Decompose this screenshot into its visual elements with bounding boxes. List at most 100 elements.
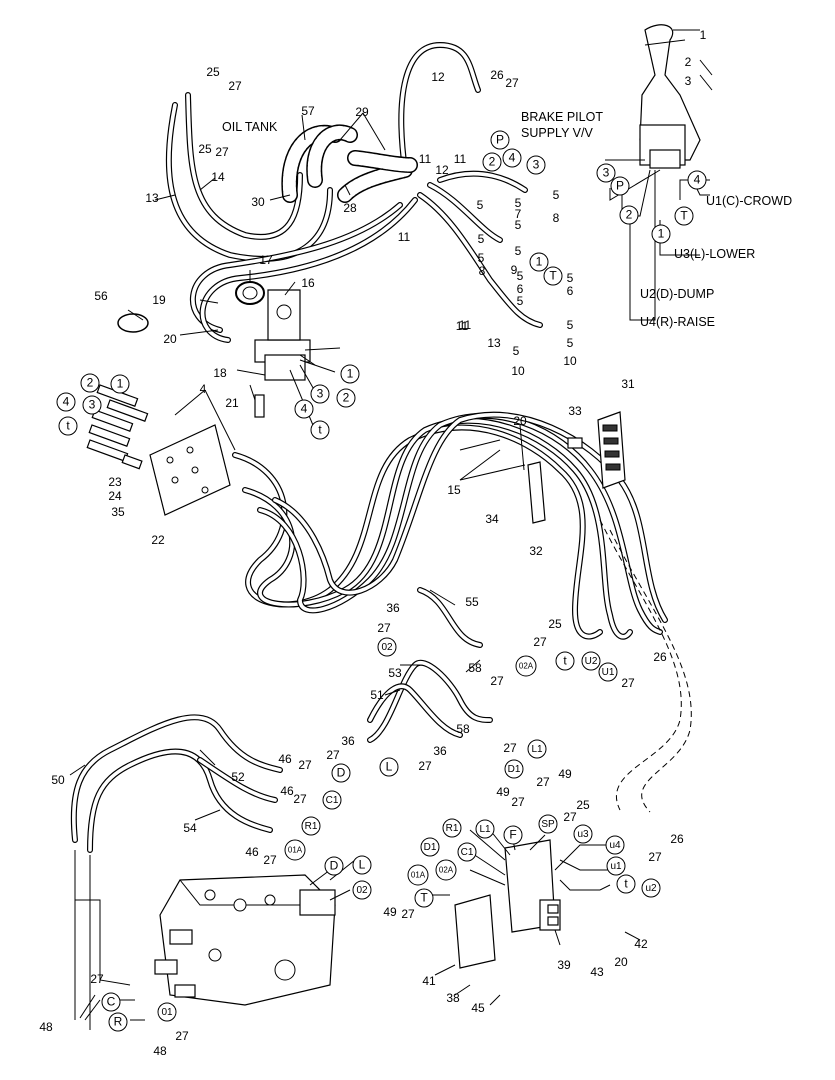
leader-lines xyxy=(69,29,713,1021)
part-number-n27a: 27 xyxy=(228,79,242,93)
part-number-n42: 42 xyxy=(634,937,648,951)
part-number-n17: 17 xyxy=(259,253,273,267)
port-letter: t xyxy=(318,423,322,437)
part-number-n5l: 5 xyxy=(513,344,520,358)
part-number-n5j: 5 xyxy=(567,271,574,285)
part-number-n48a: 48 xyxy=(39,1020,53,1034)
part-number-n54: 54 xyxy=(183,821,197,835)
part-number-n35: 35 xyxy=(111,505,125,519)
part-number-n5c: 5 xyxy=(515,218,522,232)
part-number-n8a: 8 xyxy=(479,264,486,278)
port-marker-cDv: D xyxy=(324,856,344,876)
port-letter: T xyxy=(420,891,428,905)
part-number-n6b: 6 xyxy=(567,284,574,298)
port-letter: T xyxy=(680,209,688,223)
part-number-n23: 23 xyxy=(108,475,122,489)
callout-label-brake-pilot-1: BRAKE PILOT xyxy=(521,110,603,124)
port-letter: 1 xyxy=(536,255,543,269)
callout-label-u1: U1(C)-CROWD xyxy=(706,194,792,208)
part-number-n56: 56 xyxy=(94,289,108,303)
port-marker-c3c: 3 xyxy=(82,395,102,415)
port-letter: 4 xyxy=(301,402,308,416)
port-letter: 01 xyxy=(161,1007,173,1018)
part-number-n53: 53 xyxy=(388,666,402,680)
part-number-n49b: 49 xyxy=(496,785,510,799)
part-number-n36b: 36 xyxy=(341,734,355,748)
part-number-n5i: 5 xyxy=(517,294,524,308)
part-number-n27r: 27 xyxy=(401,907,415,921)
part-number-n27f: 27 xyxy=(621,676,635,690)
callout-label-brake-pilot-2: SUPPLY V/V xyxy=(521,126,593,140)
port-marker-c3d: 3 xyxy=(310,384,330,404)
port-letter: R1 xyxy=(446,823,459,834)
port-circle xyxy=(324,856,344,876)
port-circle xyxy=(301,816,321,836)
part-number-n26a: 26 xyxy=(490,68,504,82)
part-number-n33: 33 xyxy=(568,404,582,418)
port-circle xyxy=(80,373,100,393)
port-circle xyxy=(598,662,618,682)
part-number-n46a: 46 xyxy=(278,752,292,766)
part-number-n27p: 27 xyxy=(563,810,577,824)
port-letter: t xyxy=(563,654,567,668)
port-letter: u3 xyxy=(577,829,589,840)
part-number-n12a: 12 xyxy=(431,70,445,84)
port-marker-cP1: P xyxy=(490,130,510,150)
part-number-n5d: 5 xyxy=(478,232,485,246)
port-circle xyxy=(352,880,372,900)
port-circle xyxy=(610,176,630,196)
port-marker-cu2: U2 xyxy=(581,651,601,671)
port-letter: t xyxy=(66,419,70,433)
port-letter: 3 xyxy=(533,158,540,172)
port-letter: P xyxy=(496,133,504,147)
part-number-n15: 15 xyxy=(447,483,461,497)
port-letter: L1 xyxy=(479,824,491,835)
port-letter: 02A xyxy=(519,662,534,671)
part-number-n20a: 20 xyxy=(163,332,177,346)
port-marker-cR: R xyxy=(108,1012,128,1032)
port-letter: 01A xyxy=(288,846,303,855)
port-letter: SP xyxy=(541,819,555,830)
port-circle xyxy=(157,1002,177,1022)
port-marker-c3a: 3 xyxy=(526,155,546,175)
port-circle xyxy=(377,637,397,657)
part-number-n49a: 49 xyxy=(558,767,572,781)
port-circle xyxy=(674,206,694,226)
port-marker-cL1: L1 xyxy=(527,739,547,759)
callout-label-u3: U3(L)-LOWER xyxy=(674,247,755,261)
part-number-n43: 43 xyxy=(590,965,604,979)
port-marker-c01: 01 xyxy=(157,1002,177,1022)
port-letter: U1 xyxy=(602,667,615,678)
part-number-n27k: 27 xyxy=(298,758,312,772)
port-circle xyxy=(596,163,616,183)
part-number-n31: 31 xyxy=(621,377,635,391)
pilot-valve-block xyxy=(117,281,311,418)
port-letter: C1 xyxy=(461,847,474,858)
port-letter: 2 xyxy=(626,208,633,222)
part-number-n57: 57 xyxy=(301,104,315,118)
part-number-n27i: 27 xyxy=(326,748,340,762)
port-marker-c02A: 02A xyxy=(515,655,537,677)
part-number-n5h: 5 xyxy=(517,269,524,283)
part-number-n36a: 36 xyxy=(386,601,400,615)
port-marker-cR1b: R1 xyxy=(442,818,462,838)
port-letter: L1 xyxy=(531,744,543,755)
port-marker-cTa: T xyxy=(543,266,563,286)
port-letter: F xyxy=(509,828,516,842)
joystick xyxy=(639,24,701,169)
port-circle xyxy=(352,855,372,875)
part-number-n27h: 27 xyxy=(503,741,517,755)
port-marker-cu1: U1 xyxy=(598,662,618,682)
solenoid-block-39 xyxy=(454,839,561,969)
lower-hoses xyxy=(70,587,493,1030)
part-number-n46b: 46 xyxy=(280,784,294,798)
port-circle xyxy=(475,819,495,839)
port-marker-c1c: 1 xyxy=(110,374,130,394)
port-circle xyxy=(504,759,524,779)
port-marker-c1b: 1 xyxy=(651,224,671,244)
port-circle xyxy=(651,224,671,244)
part-number-n58b: 58 xyxy=(456,722,470,736)
part-number-n14: 14 xyxy=(211,170,225,184)
part-number-n11e: 11 xyxy=(456,319,469,333)
